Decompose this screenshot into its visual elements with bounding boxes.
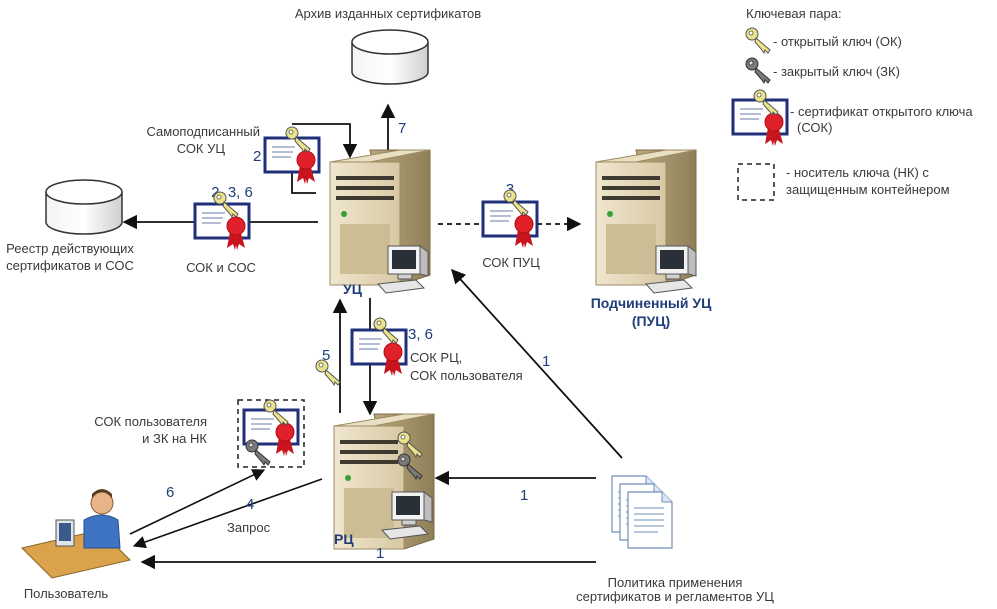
archive-label: Архив изданных сертификатов [295, 6, 481, 21]
user-sok-label-line2: и ЗК на НК [142, 431, 207, 446]
arrow-policy-to-uc [451, 268, 623, 459]
legend-private-key-icon [745, 57, 771, 84]
sok-puc-certificate-icon [481, 200, 539, 250]
user-label: Пользователь [24, 586, 109, 601]
step-archive: 7 [398, 120, 406, 137]
archive-database-icon [351, 29, 429, 85]
policy-label-line2: сертификатов и регламентов УЦ [576, 589, 774, 604]
sok-sos-certificate-icon [193, 202, 251, 252]
step-policy-uc: 1 [542, 353, 550, 370]
sok-rc-label-line2: СОК пользователя [410, 368, 523, 383]
legend-carrier-icon [737, 163, 775, 201]
legend-certificate-icon [731, 98, 789, 148]
step-policy-user: 1 [376, 545, 384, 562]
registry-label-line2: сертификатов и СОС [6, 258, 134, 273]
legend-certificate-label-line2: (СОК) [797, 120, 832, 135]
sok-rc-label-line1: СОК РЦ, [410, 350, 462, 365]
legend-carrier-label-line1: - носитель ключа (НК) с [786, 165, 929, 180]
legend-private-key-label: - закрытый ключ (ЗК) [773, 64, 900, 79]
legend-carrier-label-line2: защищенным контейнером [786, 182, 950, 197]
request-label: Запрос [227, 520, 271, 535]
step-rc-down: 3, 6 [408, 326, 433, 343]
key-carrier-box [237, 399, 305, 468]
selfsigned-label-line2: СОК УЦ [177, 141, 226, 156]
puc-label-line2: (ПУЦ) [632, 313, 670, 329]
legend-public-key-icon [745, 27, 771, 54]
uc-label: УЦ [343, 281, 363, 297]
step-user-in: 6 [166, 484, 174, 501]
step-rc-up: 5 [322, 347, 330, 364]
sok-sos-label: СОК и СОС [186, 260, 256, 275]
registry-label-line1: Реестр действующих [6, 241, 134, 256]
rc-label: РЦ [334, 531, 354, 547]
step-selfsigned: 2 [253, 148, 261, 165]
policy-label-line1: Политика применения [608, 575, 743, 590]
rc-up-public-key-icon [315, 359, 341, 386]
legend-certificate-label-line1: - сертификат открытого ключа [790, 104, 973, 119]
step-user-out: 4 [246, 496, 254, 513]
puc-label-line1: Подчиненный УЦ [591, 295, 712, 311]
arrows [122, 103, 623, 570]
legend: Ключевая пара: - открытый ключ (ОК) - за… [731, 6, 973, 201]
user-sok-label-line1: СОК пользователя [94, 414, 207, 429]
user-workstation-icon [21, 489, 131, 579]
step-policy-rc: 1 [520, 487, 528, 504]
arrow-rc-to-user [132, 478, 323, 549]
arrow-user-to-carrier [129, 469, 266, 535]
sok-puc-label: СОК ПУЦ [482, 255, 540, 270]
arrow-selfsigned-out [291, 168, 316, 194]
registry-database-icon [45, 179, 123, 235]
sok-rc-certificate-icon [350, 328, 408, 378]
selfsigned-label-line1: Самоподписанный [147, 124, 261, 139]
legend-title: Ключевая пара: [746, 6, 842, 21]
arrow-selfsigned-in [292, 123, 358, 159]
legend-public-key-label: - открытый ключ (ОК) [773, 34, 902, 49]
policy-document-icon-front [627, 491, 673, 549]
